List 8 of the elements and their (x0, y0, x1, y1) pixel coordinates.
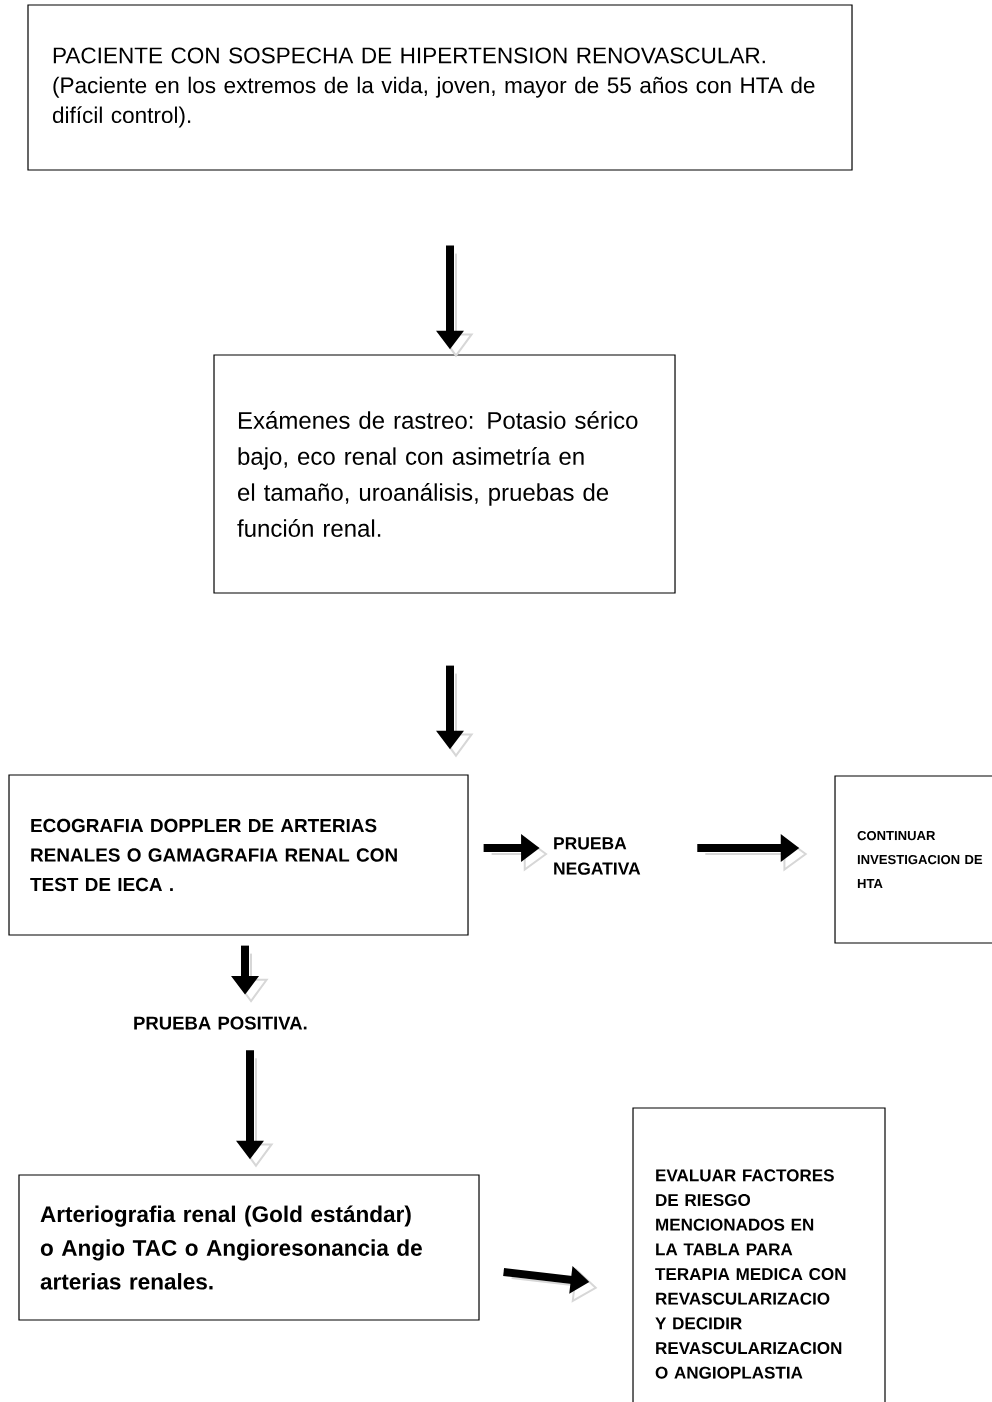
process-box: ECOGRAFIA DOPPLER DE ARTERIAS RENALES O GAMAGRAFIA RENAL CON TEST DE IECA . (8, 774, 469, 936)
process-box: Exámenes de rastreo: Potasio sérico bajo, eco renal con asimetría en el tamaño, uroanálisis, pruebas de función renal. (213, 354, 676, 594)
process-box: Arteriografia renal (Gold estándar) o Angio TAC o Angioresonancia de arterias renales. (18, 1174, 480, 1321)
process-box: CONTINUAR INVESTIGACION DE HTA (834, 775, 992, 944)
edge-text: PRUEBA POSITIVA. (134, 1016, 307, 1030)
edge-text: PRUEBA NEGATIVA (554, 837, 641, 875)
process-box: EVALUAR FACTORES DE RIESGO MENCIONADOS EN LA TABLA PARA TERAPIA MEDICA CON REVASCULARIZACIO Y DECIDIR REVASCULARIZACION O ANGIOPLASTIA (632, 1107, 886, 1402)
process-box: PACIENTE CON SOSPECHA DE HIPERTENSION RENOVASCULAR. (Paciente en los extremos de la vida, joven, mayor de 55 años con HTA de difícil control). (27, 4, 853, 171)
